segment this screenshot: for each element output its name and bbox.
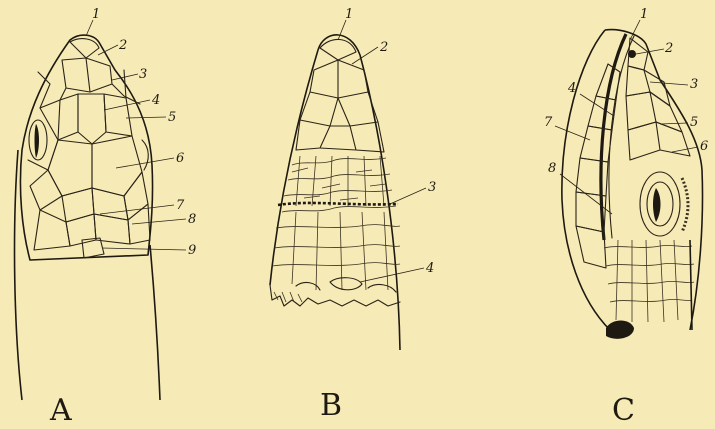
panel-a-label-8: 8 [188, 212, 196, 227]
panel-b-label-4: 4 [425, 261, 434, 276]
panel-c-label-6: 6 [700, 139, 708, 154]
panel-a: 1 2 3 4 5 6 7 8 9 A [15, 7, 197, 428]
panel-b-label-3: 3 [428, 180, 436, 195]
panel-b-label-1: 1 [345, 7, 353, 22]
panel-c: 1 2 3 4 5 6 7 8 C [544, 7, 708, 428]
panel-c-label-3: 3 [690, 77, 698, 92]
panel-b: 1 2 3 4 B [270, 7, 436, 423]
panel-c-small-scales [604, 240, 694, 322]
panel-a-label-1: 1 [92, 7, 100, 22]
panel-a-letter: A [49, 393, 72, 428]
panel-a-label-4: 4 [151, 93, 160, 108]
panel-c-label-1: 1 [640, 7, 648, 22]
panel-b-labels: 1 2 3 4 [338, 7, 436, 282]
panel-b-head-drawing [270, 35, 400, 350]
panel-a-labels: 1 2 3 4 5 6 7 8 9 [86, 7, 196, 258]
panel-b-label-2: 2 [379, 40, 388, 55]
panel-c-letter: C [612, 393, 635, 428]
panel-c-label-5: 5 [690, 115, 698, 130]
panel-a-head-drawing [15, 35, 160, 400]
panel-a-label-6: 6 [176, 151, 184, 166]
panel-c-label-4: 4 [567, 81, 576, 96]
panel-b-letter: B [320, 388, 342, 423]
panel-c-label-2: 2 [664, 41, 673, 56]
panel-a-label-2: 2 [118, 38, 127, 53]
panel-a-label-9: 9 [188, 243, 196, 258]
panel-b-rear-scales [272, 212, 400, 292]
panel-a-label-7: 7 [176, 198, 185, 213]
panel-c-label-8: 8 [548, 161, 556, 176]
panel-c-label-7: 7 [544, 115, 553, 130]
panel-c-head-drawing [562, 30, 703, 339]
panel-a-label-3: 3 [139, 67, 147, 82]
panel-a-label-5: 5 [168, 110, 176, 125]
